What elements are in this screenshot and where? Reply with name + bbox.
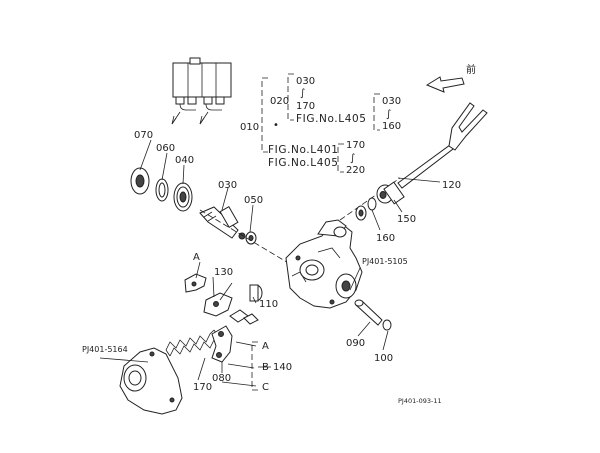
leader-140c [221, 381, 257, 387]
part-060-ring [155, 178, 169, 202]
part-link-pieces [229, 309, 259, 325]
part-090-pin [354, 299, 383, 326]
leader-090 [357, 321, 371, 337]
leader-130 [212, 276, 215, 298]
label-160: 160 [376, 233, 395, 244]
axis-line-left [199, 209, 301, 271]
leader-130b [219, 282, 233, 301]
label-090: 090 [346, 338, 365, 349]
label-080: 080 [212, 373, 231, 384]
label-020: 020 [270, 96, 289, 107]
part-100-clip [382, 319, 392, 331]
lower-housing [119, 347, 183, 415]
label-060: 060 [156, 143, 175, 154]
label-150: 150 [397, 214, 416, 225]
leader-140a [235, 341, 257, 347]
ref-pj401-5164: PJ401-5164 [82, 345, 128, 354]
leader-050 [249, 204, 254, 233]
fig-ref-l401: FIG.No.L401 [268, 144, 339, 156]
range1-tilde: ∫ [300, 88, 305, 99]
range2-tilde: ∫ [386, 109, 391, 120]
part-160-ring [367, 197, 377, 211]
range3-top: 170 [346, 140, 365, 151]
leader-040 [182, 164, 185, 185]
leader-A [195, 261, 201, 279]
leader-pj5105 [349, 267, 361, 291]
label-040: 040 [175, 155, 194, 166]
part-130-bracket [184, 273, 233, 317]
leader-140b [227, 363, 255, 369]
leader-160 [371, 209, 381, 231]
label-140: 140 [273, 362, 292, 373]
label-050: 050 [244, 195, 263, 206]
front-direction-label: 前 [466, 63, 476, 76]
label-110: 110 [259, 299, 278, 310]
part-120-lever [397, 102, 488, 189]
bracket-010 [261, 77, 268, 153]
leader-110 [252, 296, 257, 304]
label-130: 130 [214, 267, 233, 278]
front-arrow-icon [425, 76, 465, 93]
part-030-shaft [199, 206, 246, 240]
leader-030 [221, 187, 229, 211]
leader-150 [393, 199, 403, 213]
label-A-top: A [193, 252, 200, 263]
range1-top: 030 [296, 76, 315, 87]
label-120: 120 [442, 180, 461, 191]
label-170: 170 [193, 382, 212, 393]
leader-100 [382, 330, 389, 351]
bracket-020 [287, 73, 294, 121]
leader-120 [397, 177, 441, 183]
range3-bottom: 220 [346, 165, 365, 176]
label-B-bracket: B [262, 362, 269, 373]
part-160-ring-2 [355, 205, 367, 221]
label-010: 010 [240, 122, 259, 133]
part-050-washer [245, 231, 257, 245]
part-040-bearing [173, 182, 193, 212]
leader-060 [161, 152, 168, 181]
drawing-number: PJ401-093-11 [398, 397, 442, 405]
bracket-030-160 [373, 93, 380, 131]
fig-ref-l405-b: FIG.No.L405 [268, 157, 339, 169]
leader-pj5164 [99, 357, 149, 363]
part-080-arm [211, 325, 233, 363]
range3-tilde: ∫ [350, 153, 355, 164]
label-070: 070 [134, 130, 153, 141]
part-150-collar [376, 181, 405, 205]
label-030: 030 [218, 180, 237, 191]
ref-pj401-5105: PJ401-5105 [362, 257, 408, 266]
fig-ref-l405-a: FIG.No.L405 [296, 113, 367, 125]
label-100: 100 [374, 353, 393, 364]
leader-170 [197, 357, 206, 381]
central-housing [285, 219, 363, 309]
inset-block [171, 57, 232, 125]
range2-top: 030 [382, 96, 401, 107]
part-070-bearing [130, 167, 150, 195]
label-A-bracket: A [262, 341, 269, 352]
label-C-bracket: C [262, 382, 269, 393]
bracket-140 [251, 341, 258, 391]
range1-bottom: 170 [296, 101, 315, 112]
leader-070 [139, 139, 152, 171]
dot-marker: • [273, 120, 279, 131]
bracket-170-220 [337, 143, 344, 173]
range2-bottom: 160 [382, 121, 401, 132]
part-170-spring [165, 329, 219, 357]
